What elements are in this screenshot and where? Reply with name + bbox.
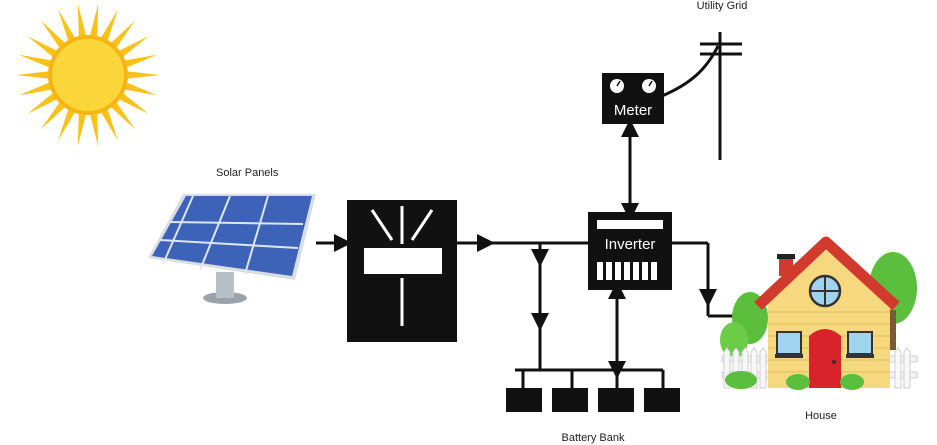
- inverter-label: Inverter: [605, 236, 656, 253]
- sun-icon: [16, 3, 160, 147]
- solar-panel-icon: [148, 194, 316, 304]
- utility-pole-icon: [700, 32, 742, 160]
- connection-wires: [316, 45, 740, 388]
- inverter-icon: [588, 212, 672, 290]
- battery-bank-label: Battery Bank: [562, 432, 625, 444]
- house-icon: [720, 236, 918, 390]
- battery-icon: [506, 388, 680, 412]
- meter-label: Meter: [614, 102, 652, 119]
- utility-grid-label: Utility Grid: [697, 0, 748, 12]
- charge-controller-icon: [347, 200, 457, 342]
- meter-icon: [602, 73, 664, 124]
- solar-panels-label: Solar Panels: [216, 167, 279, 179]
- house-label: House: [805, 410, 837, 422]
